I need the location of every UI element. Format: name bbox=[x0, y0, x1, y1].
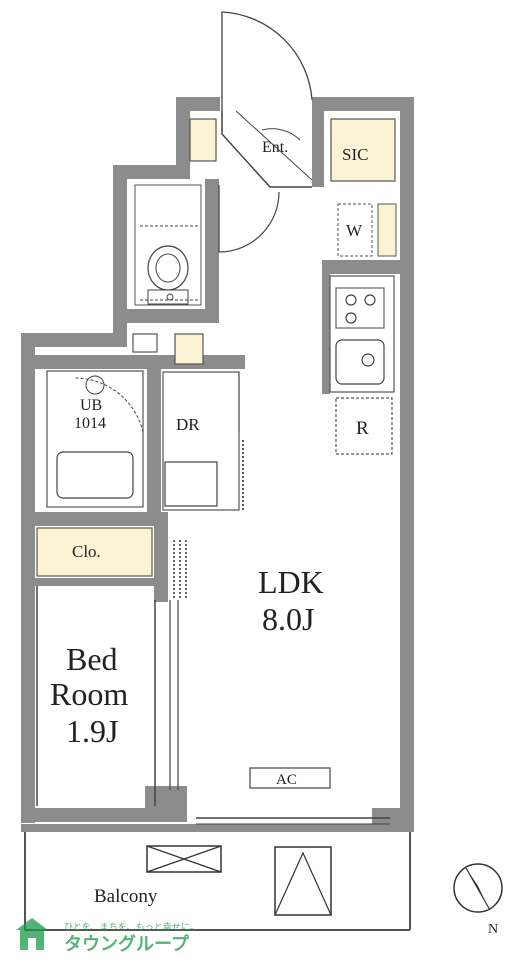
unit-bath-size: 1014 bbox=[74, 415, 106, 432]
storage-box bbox=[174, 333, 204, 365]
watermark-company: タウングループ bbox=[64, 933, 190, 955]
kitchen-sink-icon bbox=[361, 353, 375, 367]
sink-icon bbox=[85, 375, 105, 395]
stove-burner-icon bbox=[364, 294, 376, 306]
stove-burner-icon bbox=[345, 294, 357, 306]
toilet-room bbox=[134, 184, 280, 306]
bedroom-label-line1: Bed bbox=[66, 641, 118, 677]
house-logo-icon bbox=[16, 918, 48, 950]
kitchen-counter bbox=[329, 275, 395, 393]
closet: Clo. bbox=[36, 527, 153, 577]
ldk-size: 8.0J bbox=[262, 601, 314, 637]
company-watermark: ひとを、まちを、もっと幸せに。 タウングループ bbox=[16, 918, 199, 955]
unit-bath-label: UB bbox=[80, 397, 102, 414]
storage-box bbox=[132, 333, 158, 353]
north-compass: N bbox=[453, 863, 503, 937]
closet-label: Clo. bbox=[72, 542, 101, 561]
air-conditioner bbox=[249, 767, 331, 789]
bedroom: Bed Room 1.9J bbox=[36, 586, 179, 806]
compass-icon bbox=[453, 863, 503, 913]
balcony: Balcony bbox=[21, 824, 414, 931]
sic-closet: SIC bbox=[330, 118, 396, 182]
sic-label: SIC bbox=[342, 145, 368, 164]
refrigerator-space: R bbox=[335, 397, 393, 455]
entrance-area: Ent. bbox=[189, 11, 313, 188]
bedroom-size: 1.9J bbox=[66, 713, 118, 749]
unit-bath: UB 1014 bbox=[46, 370, 144, 508]
ac-label: AC bbox=[276, 772, 297, 788]
ldk: LDK 8.0J AC bbox=[196, 564, 390, 825]
compass-north-label: N bbox=[488, 922, 498, 937]
stove-burner-icon bbox=[345, 312, 357, 324]
watermark-tagline: ひとを、まちを、もっと幸せに。 bbox=[64, 922, 199, 933]
bedroom-label-line2: Room bbox=[50, 676, 128, 712]
ldk-label: LDK bbox=[258, 564, 324, 600]
washer-label: W bbox=[346, 221, 363, 240]
washer-space: W bbox=[337, 203, 397, 257]
sliding-door bbox=[173, 540, 187, 600]
walls bbox=[21, 97, 414, 827]
dressing-room: DR bbox=[162, 371, 244, 511]
balcony-label: Balcony bbox=[94, 886, 158, 907]
entrance-label: Ent. bbox=[262, 139, 288, 156]
dressing-label: DR bbox=[176, 415, 200, 434]
refrigerator-label: R bbox=[356, 418, 369, 439]
